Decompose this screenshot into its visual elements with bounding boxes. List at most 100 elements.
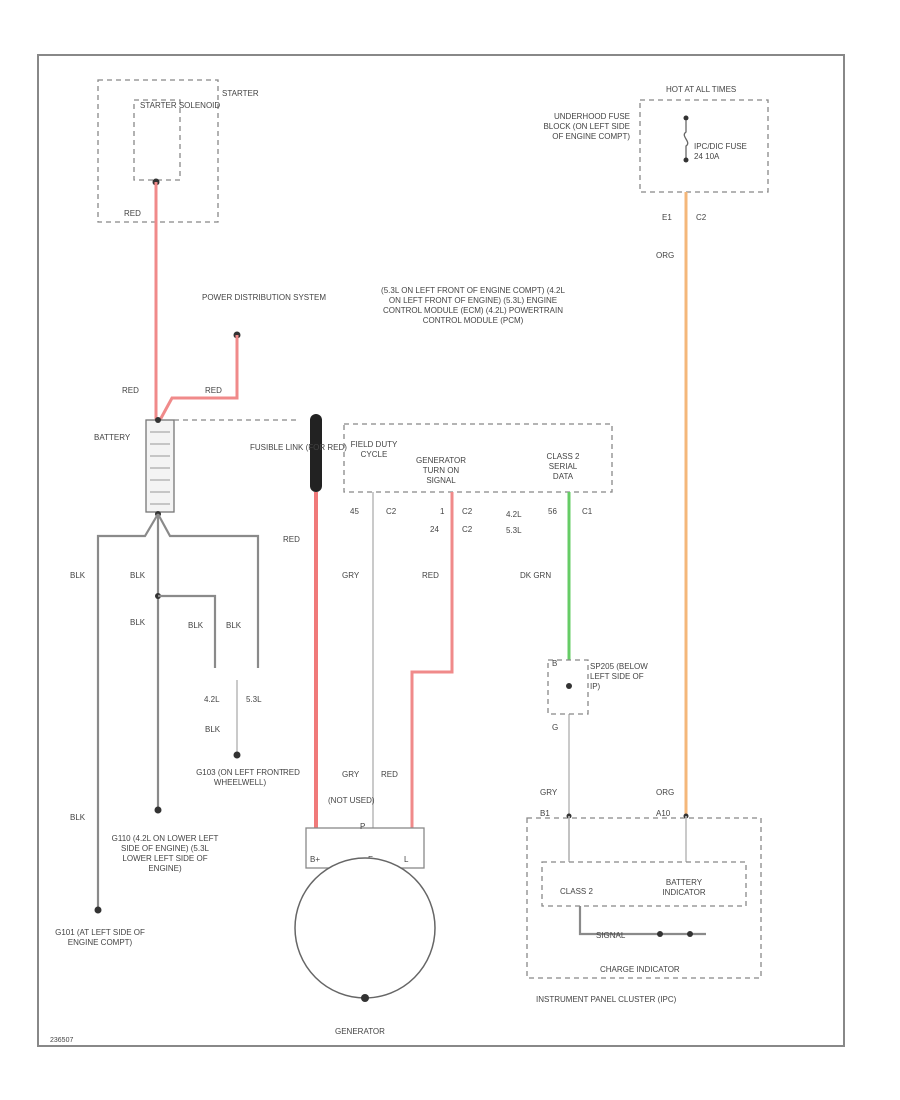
ipc-signal-node (657, 931, 663, 937)
g110-label-wrap: G110 (4.2L ON LOWER LEFT SIDE OF ENGINE)… (111, 834, 219, 873)
fuse-conn-c2: C2 (696, 213, 707, 222)
wire-label-red-2: RED (381, 770, 398, 779)
wire-label-gry-2: GRY (342, 770, 360, 779)
g101-label: G101 (AT LEFT SIDE OF ENGINE COMPT) (55, 928, 145, 947)
ground-g103-node (233, 751, 241, 759)
pds-wire-label-left: RED (122, 386, 139, 395)
splice-pin-bottom: G (552, 723, 558, 732)
ecm-pin-1: 1 (440, 507, 445, 516)
ecm-location-wrap: (5.3L ON LEFT FRONT OF ENGINE COMPT) (4.… (381, 286, 565, 325)
ipc-signal-wire (578, 906, 706, 936)
starter-solenoid-label: STARTER SOLENOID (140, 101, 220, 110)
ecm-conn-c1: C1 (582, 507, 593, 516)
ipc-label: INSTRUMENT PANEL CLUSTER (IPC) (536, 995, 677, 1004)
fuse-location-wrap: UNDERHOOD FUSE BLOCK (ON LEFT SIDE OF EN… (543, 112, 630, 141)
splice-label: SP205 (BELOW LEFT SIDE OF IP) (590, 662, 648, 691)
fuse-block-box (639, 99, 769, 193)
ipc-signal-label: SIGNAL (596, 931, 626, 940)
splice-box (547, 659, 589, 715)
ipc-charge-indicator-label: CHARGE INDICATOR (600, 965, 680, 974)
blk-label-6: BLK (205, 725, 221, 734)
generator-label: GENERATOR (335, 1027, 385, 1036)
generator-body (294, 857, 436, 999)
wire-label-org-1: ORG (656, 251, 674, 260)
diagram-border (37, 54, 845, 1047)
splice-pin-top: B (552, 659, 557, 668)
generator-terminal-p: P (360, 822, 365, 831)
wire-label-red-1: RED (422, 571, 439, 580)
fuse-label-wrap: IPC/DIC FUSE 24 10A (694, 142, 747, 161)
battery-cells (150, 431, 170, 505)
generator-terminal-l: L (404, 855, 409, 864)
ipc-box (526, 817, 762, 979)
ecm-conn-c2c: C2 (462, 525, 473, 534)
fuse-hot-at-label: HOT AT ALL TIMES (666, 85, 736, 94)
wire-label-dk-grn: DK GRN (520, 571, 551, 580)
fusible-link-wire-label-top: RED (283, 535, 300, 544)
blk-label-3: BLK (130, 618, 146, 627)
battery-positive-node (155, 417, 161, 423)
ground-wire-branch (158, 594, 217, 668)
ground-g110-node (154, 806, 162, 814)
starter-box (97, 79, 219, 223)
blk-label-1: BLK (70, 571, 86, 580)
ecm-conn-c2a: C2 (386, 507, 397, 516)
fuse-hot-node (683, 115, 689, 121)
blk-label-2: BLK (130, 571, 146, 580)
generator-turn-on-red-wire (410, 492, 454, 828)
g103-label-wrap: G103 (ON LEFT FRONT WHEELWELL) (196, 768, 284, 787)
ecm-conn-c2b: C2 (462, 507, 473, 516)
ecm-pin-56: 56 (548, 507, 557, 516)
ecm-box (343, 423, 613, 493)
power-distribution-red-wire (158, 335, 239, 421)
class2-serial-label: CLASS 2 SERIAL DATA (546, 452, 580, 481)
wire-label-gry-1: GRY (342, 571, 360, 580)
fuse-element (683, 120, 689, 158)
ipc-class2-label: CLASS 2 (560, 887, 593, 896)
fuse-block-location: UNDERHOOD FUSE BLOCK (ON LEFT SIDE OF EN… (543, 112, 630, 141)
battery-label: BATTERY (94, 433, 131, 442)
class2-wrap: CLASS 2 SERIAL DATA (546, 452, 580, 481)
blk-label-5: BLK (226, 621, 242, 630)
ecm-variant-42: 4.2L (506, 510, 522, 519)
fuse-label: IPC/DIC FUSE 24 10A (694, 142, 747, 161)
ecm-variant-53: 5.3L (506, 526, 522, 535)
ipc-indicator-node (687, 931, 693, 937)
gen-turn-on-wrap: GENERATOR TURN ON SIGNAL (416, 456, 466, 485)
ipc-pin-b1: B1 (540, 809, 550, 818)
generator-turn-on-label: GENERATOR TURN ON SIGNAL (416, 456, 466, 485)
ecm-location-note: (5.3L ON LEFT FRONT OF ENGINE COMPT) (4.… (381, 286, 565, 325)
generator-not-used-label: (NOT USED) (328, 796, 375, 805)
wire-label-org-2: ORG (656, 788, 674, 797)
power-distribution-label: POWER DISTRIBUTION SYSTEM (202, 293, 326, 302)
pds-wire-label-right: RED (205, 386, 222, 395)
fuse-output-node (683, 157, 689, 163)
g103-label: G103 (ON LEFT FRONT WHEELWELL) (196, 768, 284, 787)
ground-g101-node (94, 906, 102, 914)
field-duty-wrap: FIELD DUTY CYCLE (350, 440, 398, 459)
splice-label-wrap: SP205 (BELOW LEFT SIDE OF IP) (590, 662, 648, 691)
fuse-pin-e1: E1 (662, 213, 672, 222)
ground-wire-left (96, 513, 159, 908)
ecm-pin-45: 45 (350, 507, 359, 516)
fusible-link-label: FUSIBLE LINK (FOR RED) (250, 443, 347, 452)
starter-solenoid-box (133, 99, 181, 181)
splice-node (566, 683, 572, 689)
ground-variant-42: 4.2L (204, 695, 220, 704)
g110-label: G110 (4.2L ON LOWER LEFT SIDE OF ENGINE)… (111, 834, 219, 873)
generator-ground-node (361, 994, 369, 1002)
blk-label-4: BLK (188, 621, 204, 630)
ecm-pin-24: 24 (430, 525, 439, 534)
starter-wire-label: RED (124, 209, 141, 218)
battery-body (145, 419, 175, 513)
g101-label-wrap: G101 (AT LEFT SIDE OF ENGINE COMPT) (55, 928, 145, 947)
wire-label-gry-3: GRY (540, 788, 558, 797)
ipc-pin-a10: A10 (656, 809, 671, 818)
ipc-battery-indicator-wrap: BATTERY INDICATOR (662, 878, 705, 897)
ground-variant-53: 5.3L (246, 695, 262, 704)
field-duty-cycle-label: FIELD DUTY CYCLE (350, 440, 398, 459)
fusible-link (310, 414, 322, 492)
starter-side-label: STARTER (222, 89, 259, 98)
generator-terminal-bplus: B+ (310, 855, 320, 864)
footer-code: 236507 (50, 1037, 73, 1044)
